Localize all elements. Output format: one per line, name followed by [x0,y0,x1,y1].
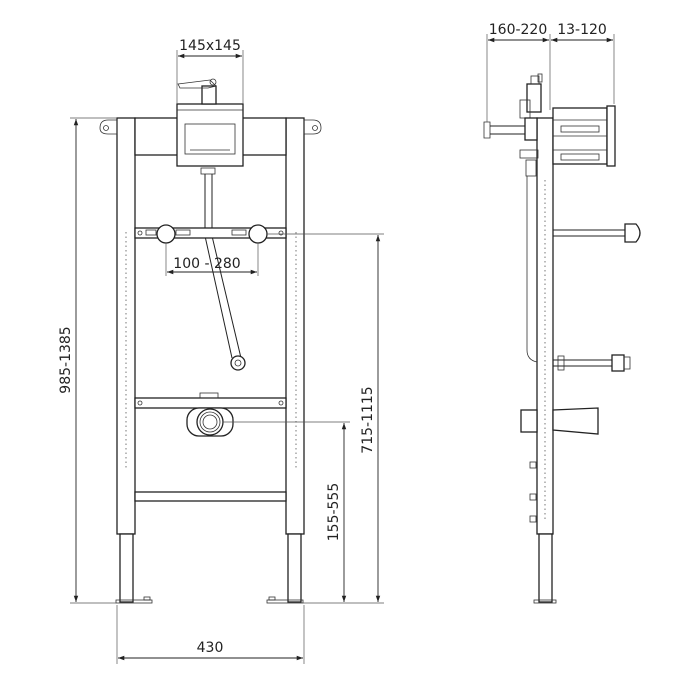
dim-width: 430 [116,605,305,664]
side-inner-pipe [526,176,538,363]
side-view: 160-220 13-120 [483,22,641,604]
dim-upper-height-label: 715-1115 [360,386,376,453]
middle-crossbar [134,224,287,244]
dim-upper-height: 715-1115 [267,233,384,604]
front-view: 145x145 100 - 280 985-1385 715-1115 [58,38,384,664]
flush-valve-box [176,78,244,167]
side-fixings [529,461,537,523]
dim-offset: 13-120 [551,22,615,104]
side-connector [553,354,631,372]
outlet-pipe [186,407,234,437]
dim-width-label: 430 [197,640,224,656]
dim-spacing: 100 - 280 [165,243,259,276]
dim-spacing-label: 100 - 280 [173,256,240,272]
base-crossbar [134,491,287,502]
dim-box-size: 145x145 [176,38,244,104]
dim-depth: 160-220 [486,22,551,122]
dim-depth-label: 160-220 [489,22,548,38]
dim-outlet-height-label: 155-555 [326,483,342,542]
dim-box-size-label: 145x145 [179,38,241,54]
side-valve-mechanism [483,73,543,177]
dim-offset-label: 13-120 [557,22,607,38]
side-supply-cap [553,223,641,243]
side-post [533,117,557,604]
left-upright [99,117,153,604]
side-outlet [520,407,599,435]
right-upright [266,117,322,604]
dim-outlet-height: 155-555 [223,421,350,602]
supply-pipe [200,167,246,371]
dim-overall-height-label: 985-1385 [58,326,74,393]
lower-crossbar [134,392,287,409]
dim-overall-height: 985-1385 [58,117,117,604]
side-rear-box [552,105,616,167]
